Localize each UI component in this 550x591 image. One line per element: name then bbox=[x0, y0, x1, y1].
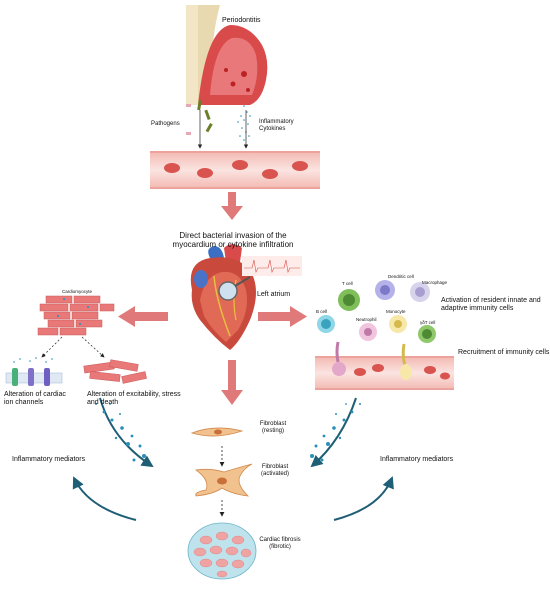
direct-invasion-label: Direct bacterial invasion of the myocard… bbox=[172, 231, 294, 250]
periodontitis-label: Periodontitis bbox=[222, 17, 261, 24]
fibroblast-activated-label: Fibroblast (activated) bbox=[260, 464, 289, 477]
right-blood-vessel bbox=[315, 341, 454, 390]
monocyte-label: Monocyte bbox=[386, 309, 406, 314]
b-cell-label: B cell bbox=[316, 309, 328, 314]
cytokines-icon bbox=[237, 105, 251, 149]
inflammatory-mediators-left-label: Inflammatory mediators bbox=[12, 456, 86, 463]
gd-t-cell-label: γδT cell bbox=[420, 320, 436, 325]
pathogens-icon bbox=[186, 99, 213, 149]
tooth-gum-illustration bbox=[186, 5, 268, 105]
dashed-arrows-cardio bbox=[41, 336, 105, 358]
fibroblast-activated bbox=[194, 463, 253, 497]
damaged-cardiomyocytes bbox=[83, 359, 147, 384]
left-atrium-label: Left atrium bbox=[257, 291, 291, 298]
heart-illustration bbox=[190, 244, 256, 350]
cardiomyocyte-dots bbox=[57, 298, 89, 325]
inflammatory-mediators-right-label: Inflammatory mediators bbox=[380, 456, 454, 463]
mediator-dots bbox=[95, 403, 361, 462]
ion-channels-illustration bbox=[5, 357, 63, 386]
cardiomyocyte-label: Cardiomyocyte bbox=[62, 289, 93, 294]
red-arrows bbox=[118, 192, 307, 405]
t-cell-label: T cell bbox=[342, 281, 353, 286]
neutrophil-label: Neutrophil bbox=[356, 317, 377, 322]
immune-cells bbox=[317, 280, 436, 343]
fibrosis-tissue bbox=[187, 522, 257, 580]
recruitment-label: Recruitment of immunity cells bbox=[458, 349, 550, 356]
top-blood-vessel bbox=[150, 151, 320, 189]
pathogens-label: Pathogens bbox=[151, 121, 180, 127]
dendritic-cell-label: Dendritic cell bbox=[388, 274, 414, 279]
inflammatory-cytokines-label: Inflammatory Cytokines bbox=[259, 119, 294, 132]
teal-arrows bbox=[72, 397, 394, 521]
cardiac-fibrosis-label: Cardiac fibrosis (fibrotic) bbox=[259, 537, 301, 550]
cardiomyocyte-illustration bbox=[37, 295, 115, 336]
excitability-label: Alteration of excitability, stress and d… bbox=[87, 391, 181, 407]
ecg-trace bbox=[242, 256, 302, 276]
activation-immunity-label: Activation of resident innate and adapti… bbox=[441, 297, 541, 313]
fibroblast-resting bbox=[190, 427, 244, 437]
macrophage-label: Macrophage bbox=[422, 280, 448, 285]
ion-channels-label: Alteration of cardiac ion channels bbox=[4, 391, 66, 407]
fibroblast-resting-label: Fibroblast (resting) bbox=[259, 421, 287, 434]
